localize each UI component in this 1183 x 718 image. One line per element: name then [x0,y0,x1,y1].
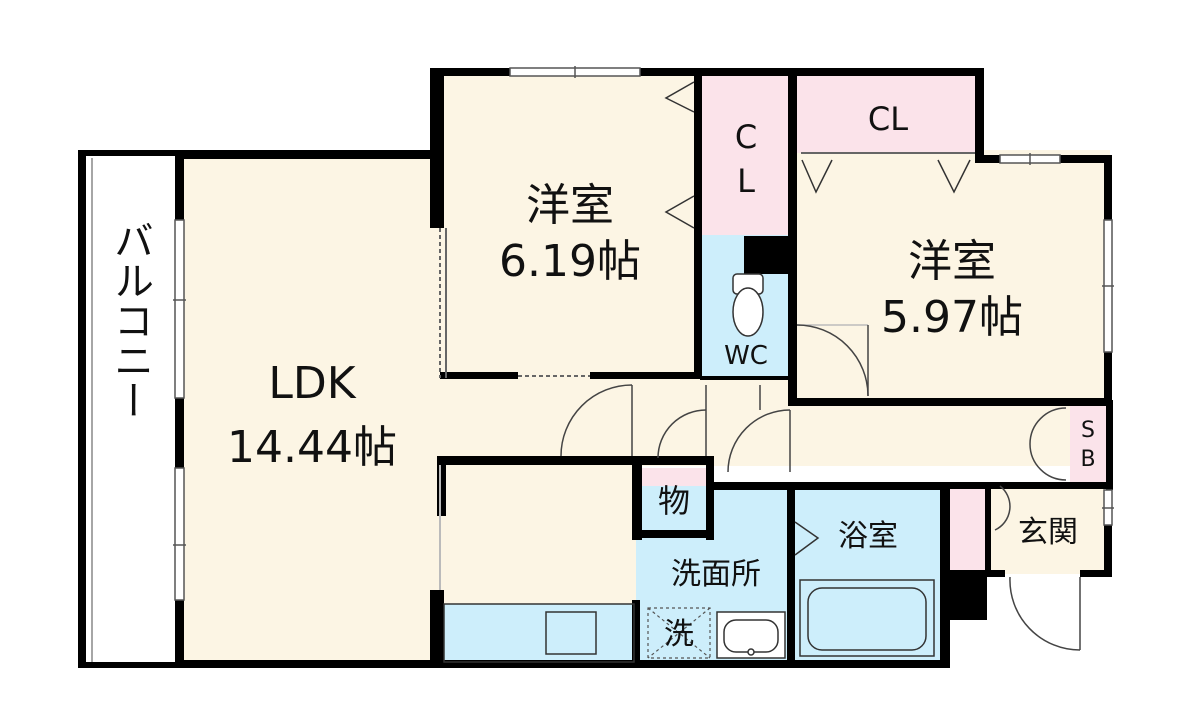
western2-floor [792,150,1110,398]
western1-floor [440,73,700,378]
western1-size: 6.19帖 [499,236,641,287]
western1-name: 洋室 [526,180,614,231]
washroom-label: 洗面所 [671,557,761,592]
closet1-l: L [737,162,755,200]
closet2-label: CL [868,100,908,138]
balcony [78,150,178,668]
shoebox-b: B [1080,447,1095,472]
balcony-label: バルコニー [107,220,153,420]
shoebox-floor [1070,406,1106,482]
labels: LDK 14.44帖 洋室 6.19帖 洋室 5.97帖 C L CL WC 物… [107,100,1096,652]
sliding-doors [439,152,975,590]
sink [716,611,786,659]
closet-door-marks [664,81,971,556]
windows [173,66,1114,601]
closet1-c: C [735,118,757,156]
ldk-size: 14.44帖 [227,422,397,473]
western2-name: 洋室 [908,236,996,287]
shoebox-s: S [1081,418,1095,443]
wc-label: WC [724,341,768,371]
floors [178,73,1110,663]
closet1-floor [700,75,792,235]
western2-size: 5.97帖 [881,292,1023,343]
closet2-floor [792,73,980,153]
swing-doors [560,324,1081,651]
bathtub [799,579,935,657]
toilet [732,273,764,337]
washer-label: 洗 [664,617,694,652]
hallway-floor [636,378,1070,466]
walls [175,68,1113,668]
storage-label: 物 [658,482,690,520]
ldk-name: LDK [268,358,356,409]
kitchen-counter [444,604,634,662]
kitchen-sink [443,603,635,663]
bath-label: 浴室 [838,519,898,554]
entrance-label: 玄関 [1018,515,1078,550]
washer-space [647,607,711,659]
